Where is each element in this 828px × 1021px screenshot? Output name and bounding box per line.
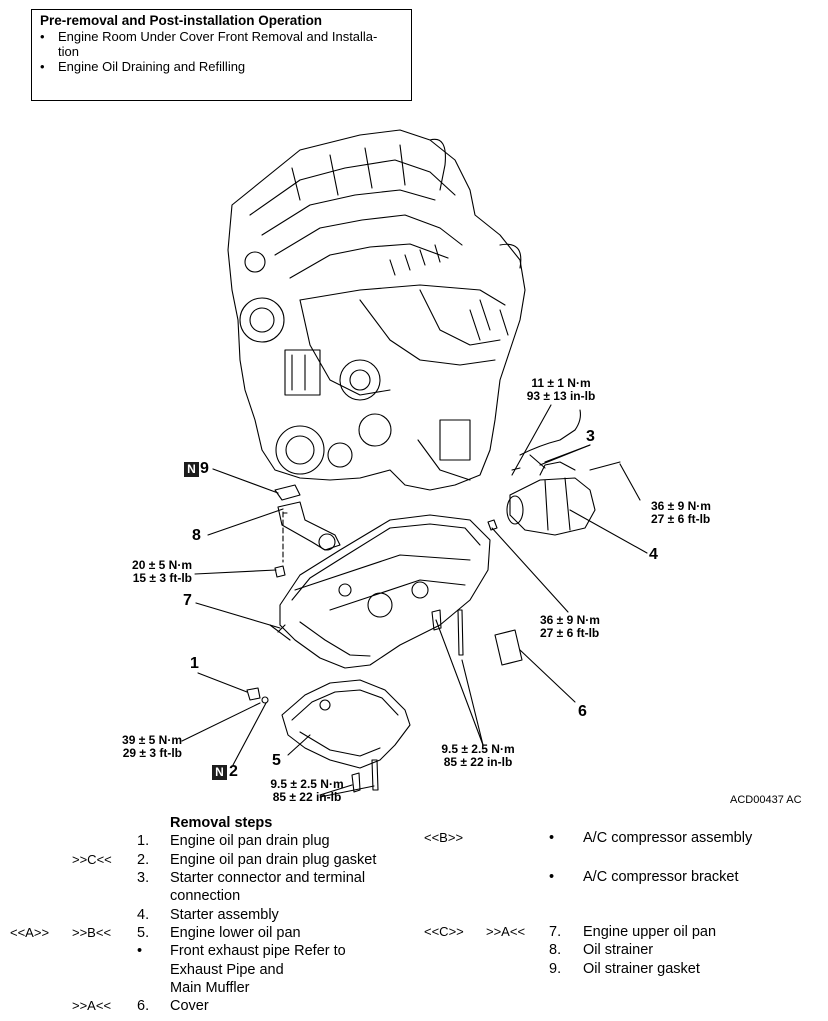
leader-lines	[181, 404, 648, 798]
callout-3: 3	[586, 428, 595, 445]
n-badge-2: N	[212, 765, 227, 780]
step-removal-ref: <<B>>	[424, 830, 464, 845]
step-bullet: •	[549, 830, 555, 846]
step-number: 2.	[137, 852, 150, 868]
engine-illustration	[227, 129, 526, 491]
callout-6: 6	[578, 703, 587, 720]
step-number: 1.	[137, 833, 150, 849]
step-number: 9.	[549, 961, 562, 977]
step-text: A/C compressor assembly	[583, 830, 753, 846]
n-badge-9: N	[184, 462, 199, 477]
step-text: Oil strainer gasket	[583, 961, 700, 977]
callout-8: 8	[192, 527, 201, 544]
torque-value-nm: 20 ± 5 N·m	[132, 558, 192, 572]
step-removal-ref: <<A>>	[10, 925, 50, 940]
step-number: 7.	[549, 924, 562, 940]
pre-removal-item-text: Engine Room Under Cover Front Removal an…	[58, 29, 378, 44]
step-install-ref: >>B<<	[72, 925, 112, 940]
callout-4: 4	[649, 546, 658, 563]
pre-removal-title: Pre-removal and Post-installation Operat…	[40, 13, 323, 28]
lower-oil-pan-illustration	[281, 679, 411, 769]
step-bullet: •	[549, 869, 555, 885]
step-number: 6.	[137, 998, 150, 1014]
step-number: 3.	[137, 870, 150, 886]
oil-strainer-illustration	[274, 484, 341, 551]
step-text: Oil strainer	[583, 942, 654, 958]
step-install-ref: >>A<<	[72, 998, 112, 1013]
torque-value-imperial: 27 ± 6 ft-lb	[540, 626, 600, 640]
torque-value-imperial: 85 ± 22 in-lb	[443, 755, 513, 769]
step-text: Front exhaust pipe Refer to	[170, 943, 346, 959]
step-number: 8.	[549, 942, 562, 958]
callout-1: 1	[190, 655, 199, 672]
torque-value-nm: 36 ± 9 N·m	[540, 613, 600, 627]
fastener-illustrations	[246, 519, 498, 793]
figure-code: ACD00437 AC	[730, 794, 802, 806]
torque-value-imperial: 93 ± 13 in-lb	[526, 389, 596, 403]
torque-label-upper-pan-bolt: 9.5 ± 2.5 N·m 85 ± 22 in-lb	[432, 743, 524, 769]
step-text: Starter assembly	[170, 907, 279, 923]
step-text: Engine oil pan drain plug	[170, 833, 330, 849]
torque-value-nm: 9.5 ± 2.5 N·m	[270, 777, 344, 791]
pre-removal-box: Pre-removal and Post-installation Operat…	[31, 9, 412, 101]
step-text: A/C compressor bracket	[583, 869, 739, 885]
step-number: 5.	[137, 925, 150, 941]
step-text: Engine upper oil pan	[583, 924, 717, 940]
callout-2: 2	[229, 763, 238, 780]
step-removal-ref: <<C>>	[424, 924, 464, 939]
removal-steps-heading: Removal steps	[170, 815, 273, 831]
torque-label-starter-lower-bolt: 36 ± 9 N·m 27 ± 6 ft-lb	[540, 614, 600, 640]
torque-label-starter-bolt: 36 ± 9 N·m 27 ± 6 ft-lb	[651, 500, 711, 526]
pre-removal-item: Engine Room Under Cover Front Removal an…	[40, 29, 403, 59]
step-text: Exhaust Pipe and	[170, 962, 284, 978]
torque-value-imperial: 85 ± 22 in-lb	[272, 790, 342, 804]
pre-removal-item-text: Engine Oil Draining and Refilling	[58, 59, 246, 74]
pre-removal-item-text-cont: tion	[58, 44, 79, 59]
torque-label-lower-pan-bolt: 9.5 ± 2.5 N·m 85 ± 22 in-lb	[261, 778, 353, 804]
torque-label-starter-terminal: 11 ± 1 N·m 93 ± 13 in-lb	[515, 377, 607, 403]
torque-value-imperial: 15 ± 3 ft-lb	[132, 571, 192, 585]
step-text: Engine oil pan drain plug gasket	[170, 852, 377, 868]
step-text: Engine lower oil pan	[170, 925, 301, 941]
callout-9: 9	[200, 460, 209, 477]
step-text: Cover	[170, 998, 209, 1014]
torque-value-imperial: 27 ± 6 ft-lb	[651, 512, 711, 526]
step-number: 4.	[137, 907, 150, 923]
torque-value-nm: 39 ± 5 N·m	[122, 733, 182, 747]
step-text: Starter connector and terminal	[170, 870, 366, 886]
starter-illustration	[506, 409, 621, 536]
pre-removal-item: Engine Oil Draining and Refilling	[40, 59, 403, 74]
cover-illustration	[494, 629, 523, 666]
torque-value-nm: 9.5 ± 2.5 N·m	[441, 742, 515, 756]
step-text: connection	[170, 888, 241, 904]
torque-value-nm: 11 ± 1 N·m	[531, 376, 591, 390]
step-text: Main Muffler	[170, 980, 250, 996]
step-bullet: •	[137, 943, 143, 959]
step-install-ref: >>C<<	[72, 852, 112, 867]
torque-value-imperial: 29 ± 3 ft-lb	[122, 746, 182, 760]
callout-7: 7	[183, 592, 192, 609]
torque-value-nm: 36 ± 9 N·m	[651, 499, 711, 513]
callout-5: 5	[272, 752, 281, 769]
step-install-ref: >>A<<	[486, 924, 526, 939]
torque-label-drain-plug: 39 ± 5 N·m 29 ± 3 ft-lb	[102, 734, 182, 760]
upper-oil-pan-illustration	[269, 514, 491, 669]
torque-label-strainer-bolt: 20 ± 5 N·m 15 ± 3 ft-lb	[112, 559, 192, 585]
